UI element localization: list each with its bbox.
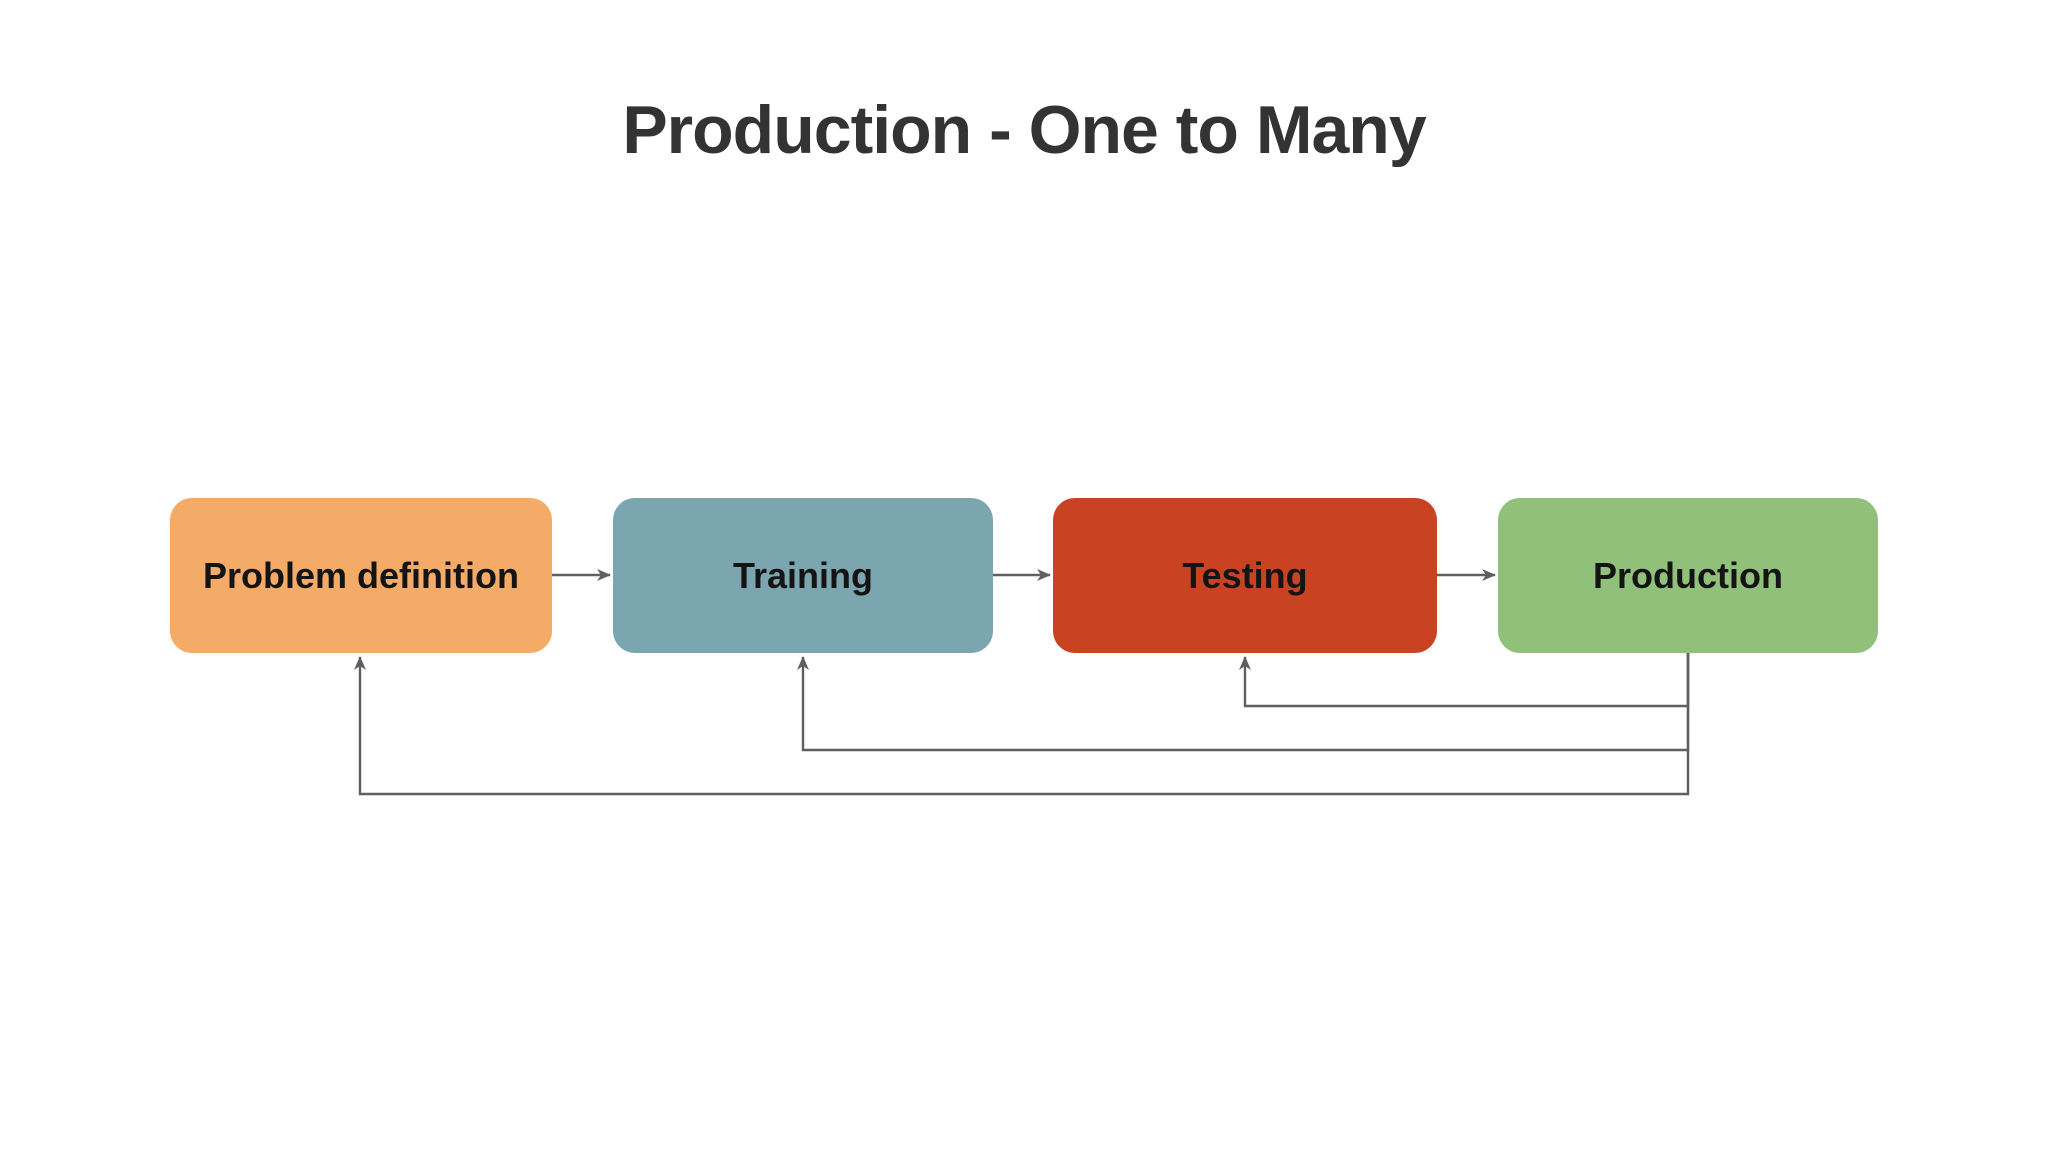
stage-box-production: Production (1498, 498, 1878, 653)
stage-box-problem-definition: Problem definition (170, 498, 552, 653)
stage-box-testing: Testing (1053, 498, 1437, 653)
page-title: Production - One to Many (622, 92, 1426, 168)
stage-label-problem-definition: Problem definition (202, 554, 519, 596)
stage-label-testing: Testing (1182, 554, 1308, 596)
stage-label-production: Production (1593, 554, 1783, 596)
stage-box-training: Training (613, 498, 993, 653)
edge-feedback-production-to-problem-definition (354, 653, 1690, 796)
stage-label-training: Training (732, 554, 873, 596)
edge-feedback-production-to-testing (1239, 653, 1690, 708)
